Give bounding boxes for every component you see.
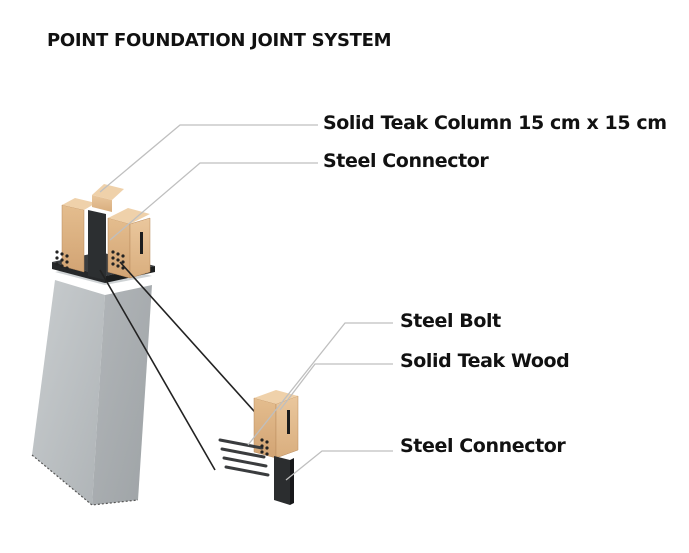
detail-line-2 bbox=[119, 261, 281, 441]
label-teak-column: Solid Teak Column 15 cm x 15 cm bbox=[323, 112, 667, 134]
diagram-title: POINT FOUNDATION JOINT SYSTEM bbox=[47, 30, 392, 51]
detail-assembly bbox=[218, 390, 299, 505]
detail-line-1 bbox=[99, 269, 216, 471]
teak-column bbox=[61, 184, 151, 280]
bolt-holes-top bbox=[55, 250, 125, 270]
concrete-pedestal bbox=[31, 262, 152, 506]
label-steel-bolt: Steel Bolt bbox=[400, 310, 501, 332]
label-steel-connector-top: Steel Connector bbox=[323, 150, 489, 172]
leader-lines bbox=[99, 124, 393, 481]
label-teak-wood: Solid Teak Wood bbox=[400, 350, 570, 372]
label-steel-connector-detail: Steel Connector bbox=[400, 435, 566, 457]
